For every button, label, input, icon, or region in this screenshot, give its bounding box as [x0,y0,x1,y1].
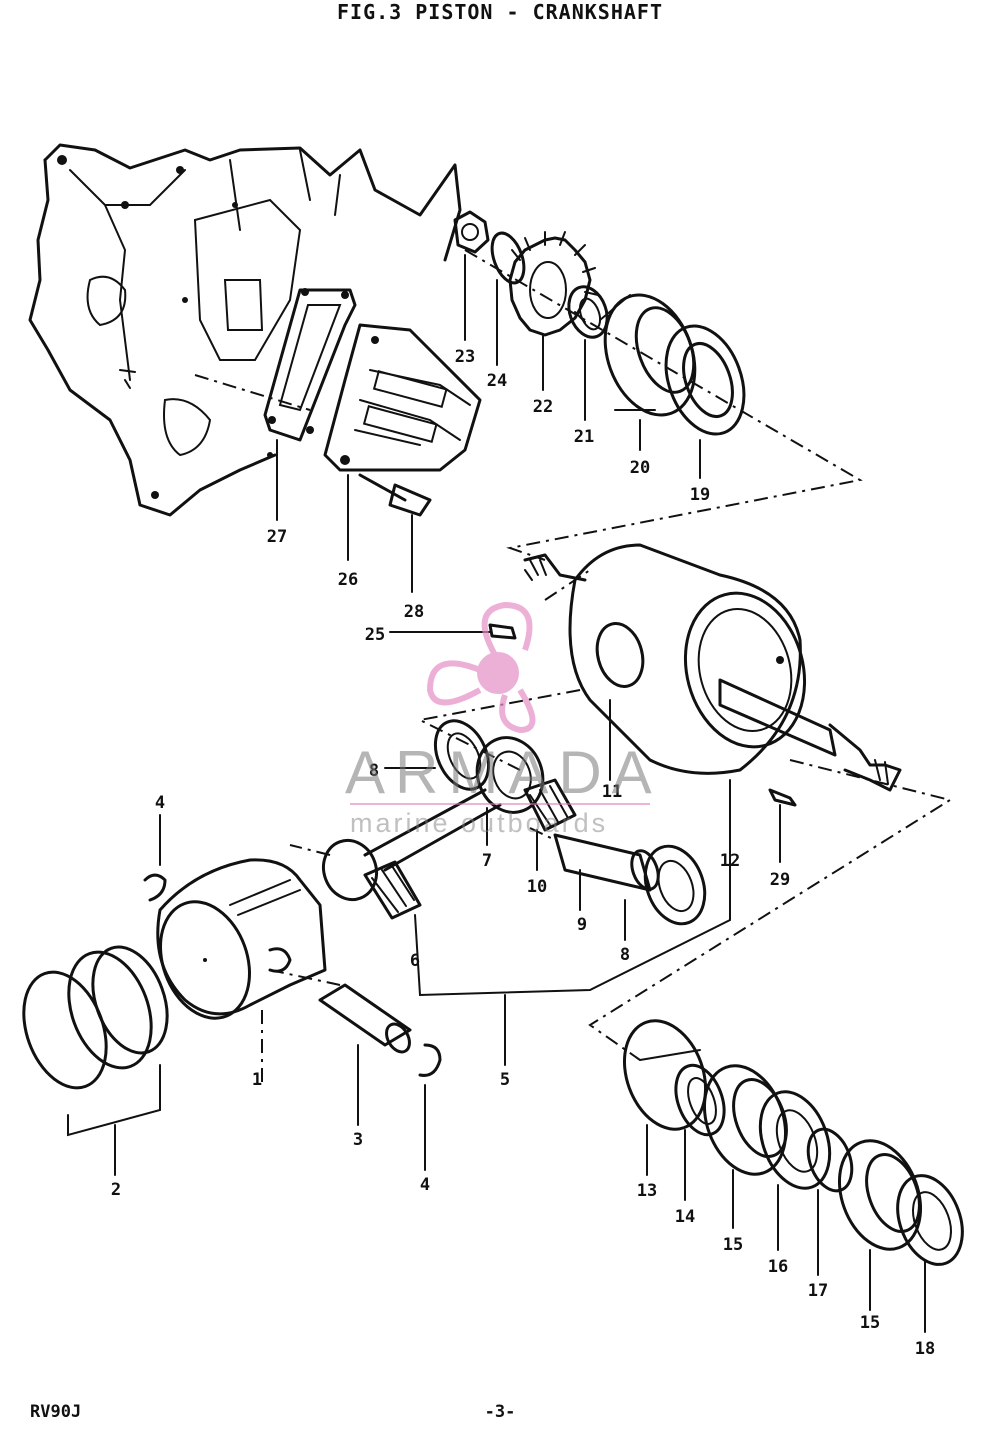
callout-8-lower: 8 [620,945,630,965]
watermark-rule [350,803,650,805]
callout-29: 29 [770,870,790,890]
callout-18: 18 [915,1339,935,1359]
washer-24 [490,231,526,285]
model-code: RV90J [30,1402,82,1422]
callout-15-upper: 15 [723,1235,743,1255]
callout-25: 25 [365,625,385,645]
bearing-retainer-13 [622,1019,708,1131]
spacer-21 [567,285,609,339]
callout-10: 10 [527,877,547,897]
figure-title: FIG.3 PISTON - CRANKSHAFT [336,0,664,24]
callout-17: 17 [808,1281,828,1301]
callout-6: 6 [410,951,420,971]
callout-8-upper: 8 [369,761,379,781]
watermark-subtitle: marine outboards [350,808,609,838]
key-29 [768,788,797,807]
oil-seal-18 [896,1174,964,1266]
callout-27: 27 [267,527,287,547]
crankcase-housing [28,143,462,517]
crank-needle-bearing-10 [523,778,577,832]
oil-seal-19 [664,324,746,436]
crank-pin-9 [553,833,660,892]
callout-1: 1 [252,1070,262,1090]
callout-labels: 1 2 3 4 4 5 6 7 8 8 9 10 11 12 13 14 15 … [111,347,935,1359]
circlip-4-upper [143,873,167,902]
callout-28: 28 [404,602,424,622]
gear-22 [508,231,599,337]
circlip-14 [674,1063,726,1137]
callout-21: 21 [574,427,594,447]
bearing-15-lower [837,1139,923,1251]
circlip-4-lower [418,1043,442,1077]
assembly-center-lines [194,249,953,1085]
callout-22: 22 [533,397,553,417]
callout-20: 20 [630,458,650,478]
callout-24: 24 [487,371,507,391]
callout-3: 3 [353,1130,363,1150]
callout-19: 19 [690,485,710,505]
callout-14: 14 [675,1207,695,1227]
nut-23 [453,210,490,254]
reed-valve-26 [323,323,482,472]
callout-23: 23 [455,347,475,367]
watermark-propeller-logo [426,601,536,734]
callout-13: 13 [637,1181,657,1201]
callout-2: 2 [111,1180,121,1200]
gasket-27 [263,288,357,442]
piston-needle-bearing-6 [363,860,422,920]
callout-12: 12 [720,851,740,871]
callout-5: 5 [500,1070,510,1090]
callout-4-lower: 4 [420,1175,430,1195]
screw-28 [358,473,432,517]
callout-11: 11 [602,782,622,802]
thrust-washer-8-lower [643,844,707,926]
bearing-15-upper [702,1064,788,1176]
needle-bearing-16 [758,1090,832,1190]
piston-rings-2 [22,945,169,1090]
callout-16: 16 [768,1257,788,1277]
piston-pin-3 [318,983,412,1054]
key-25 [488,623,517,640]
callout-26: 26 [338,570,358,590]
piston-1 [156,858,327,1020]
callout-4-upper: 4 [155,793,165,813]
callout-15-lower: 15 [860,1313,880,1333]
callout-9: 9 [577,915,587,935]
callout-7: 7 [482,851,492,871]
thrust-washer-8-upper [433,719,491,791]
leader-lines [67,254,926,1333]
watermark-brand: ARMADA [345,739,662,806]
bearing-20 [599,293,697,417]
connecting-rod-7 [322,736,545,902]
crankshaft-12 [523,543,902,792]
page-number: -3- [484,1402,516,1422]
